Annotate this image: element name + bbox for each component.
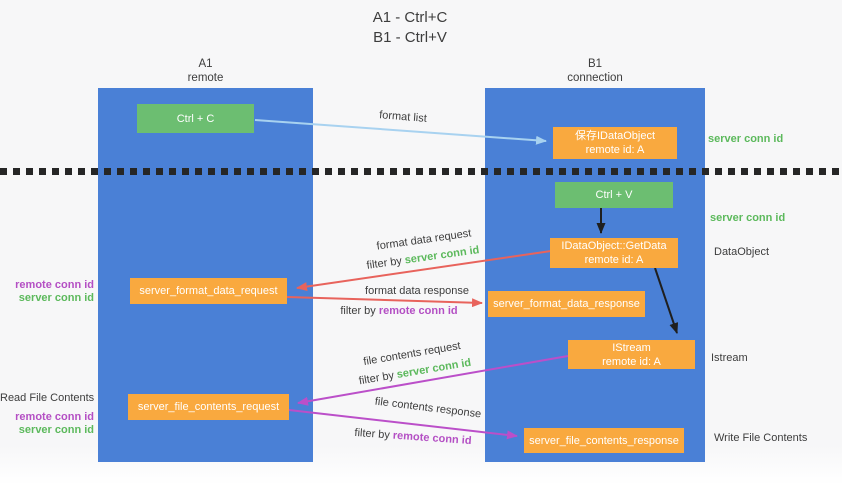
label-server-conn-id-top: server conn id [708, 133, 784, 145]
node-format-response-label: server_format_data_response [493, 298, 640, 310]
label-format-list: format list [378, 109, 428, 125]
arrow-format-data-response [286, 296, 483, 308]
label-server-conn-id-mid: server conn id [710, 212, 786, 224]
node-istream-line2: remote id: A [602, 355, 661, 368]
session-separator-dotted-line [0, 168, 842, 175]
lane-a1-role: remote [187, 72, 224, 84]
node-save-idataobject: 保存IDataObject remote id: A [553, 127, 677, 159]
label-istream: Istream [711, 352, 748, 364]
node-server-format-data-request: server_format_data_request [130, 278, 287, 304]
filter-server-conn-id-text: server conn id [403, 244, 481, 267]
label-file-contents-response: file contents response [374, 395, 482, 421]
node-ctrl-c: Ctrl + C [137, 104, 254, 133]
node-ctrl-v-label: Ctrl + V [595, 189, 633, 201]
label-write-file-contents: Write File Contents [714, 432, 808, 444]
node-save-idataobject-line1: 保存IDataObject [574, 130, 656, 142]
node-file-response-label: server_file_contents_response [529, 434, 679, 447]
filter-by-text: filter by [354, 426, 391, 442]
label-remote-conn-id-mid: remote conn id [15, 279, 94, 291]
lane-b1-role: connection [567, 72, 623, 84]
node-getdata-line1: IDataObject::GetData [561, 240, 667, 252]
label-format-data-response: format data response [365, 285, 469, 297]
filter-by-text: filter by [340, 305, 376, 317]
node-server-file-contents-response: server_file_contents_response [524, 428, 684, 453]
title-line-1: A1 - Ctrl+C [372, 9, 448, 26]
lane-header-a1: A1 remote [98, 57, 313, 85]
filter-remote-conn-id-text: remote conn id [392, 429, 472, 448]
filter-by-text: filter by [357, 369, 395, 388]
node-save-idataobject-line2: remote id: A [585, 144, 645, 156]
filter-remote-conn-id-text: remote conn id [378, 305, 458, 317]
label-read-file-contents: Read File Contents [0, 392, 95, 404]
label-remote-conn-id-bottom: remote conn id [15, 411, 94, 423]
node-ctrl-v: Ctrl + V [555, 182, 673, 208]
title-line-2: B1 - Ctrl+V [373, 29, 447, 46]
lane-a1-name: A1 [198, 58, 213, 70]
filter-by-text: filter by [365, 255, 403, 272]
label-server-conn-id-left-bottom: server conn id [18, 424, 94, 436]
node-server-format-data-response: server_format_data_response [488, 291, 645, 317]
node-istream-line1: IStream [612, 341, 651, 354]
diagram-title: A1 - Ctrl+C B1 - Ctrl+V [0, 8, 820, 48]
node-file-request-label: server_file_contents_request [137, 401, 280, 413]
node-format-request-label: server_format_data_request [139, 285, 278, 297]
label-server-conn-id-left-mid: server conn id [18, 292, 94, 304]
node-istream: IStream remote id: A [568, 340, 695, 369]
lane-header-b1: B1 connection [485, 57, 705, 85]
node-ctrl-c-label: Ctrl + C [176, 112, 215, 125]
lane-b1-name: B1 [587, 58, 603, 70]
node-idataobject-getdata: IDataObject::GetData remote id: A [550, 238, 678, 268]
node-getdata-line2: remote id: A [584, 254, 644, 266]
node-server-file-contents-request: server_file_contents_request [128, 394, 289, 420]
label-dataobject: DataObject [714, 246, 770, 258]
